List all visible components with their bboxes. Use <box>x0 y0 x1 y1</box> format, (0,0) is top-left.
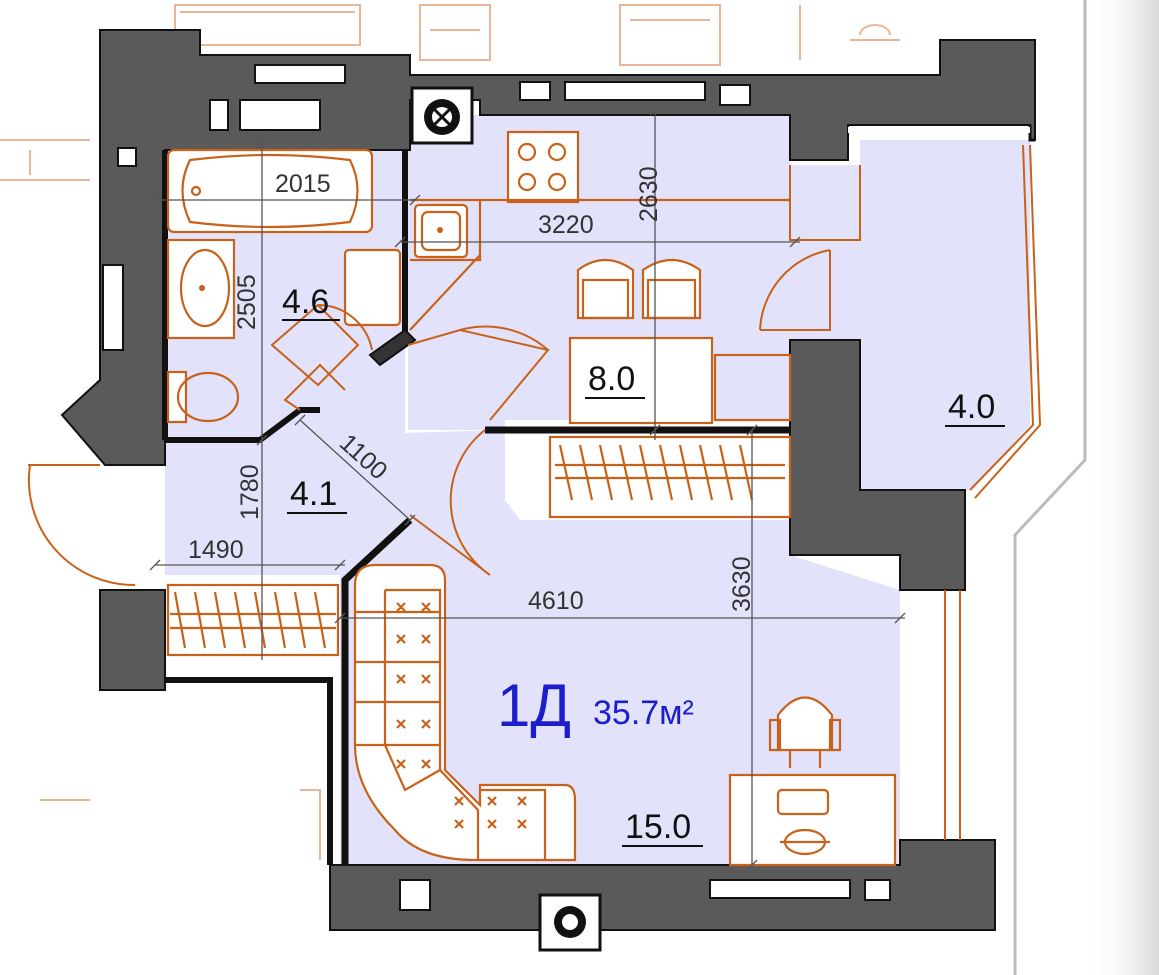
dim-living-height: 3630 <box>728 556 756 612</box>
stove-icon <box>506 130 580 204</box>
dim-bath-length: 2505 <box>233 274 261 330</box>
dimension-lines <box>144 104 906 871</box>
unit-code: 1Д <box>497 672 571 739</box>
furniture <box>166 130 897 867</box>
room-area-bathroom: 4.6 <box>282 283 329 321</box>
room-area-living-room: 15.0 <box>625 808 691 846</box>
washbasin-icon <box>166 238 236 340</box>
dim-kitchen-width: 3220 <box>538 211 594 239</box>
dining-set-icon <box>568 258 792 425</box>
unit-label: 1Д 35.7м² <box>497 672 694 739</box>
walls <box>60 29 1036 931</box>
toilet-icon <box>166 370 240 424</box>
washing-machine-icon <box>343 248 402 327</box>
dim-living-width: 4610 <box>528 587 584 615</box>
windows <box>102 64 1042 911</box>
room-area-hallway: 4.1 <box>290 475 337 513</box>
office-chair-icon <box>768 696 842 768</box>
doors <box>27 165 861 587</box>
corner-sofa-icon <box>353 563 577 862</box>
dim-hall-height: 1780 <box>236 464 264 520</box>
bathtub-icon <box>166 148 374 234</box>
unit-total-area: 35.7м² <box>593 694 694 732</box>
room-area-balcony: 4.0 <box>948 388 995 426</box>
kitchen-counter <box>409 198 790 331</box>
desk-icon <box>728 773 897 867</box>
hall-wardrobe <box>166 583 340 657</box>
kitchen-wardrobe <box>548 435 792 519</box>
room-area-kitchen: 8.0 <box>588 360 635 398</box>
dim-kitchen-height: 2630 <box>635 166 663 222</box>
dim-bath-width: 2015 <box>275 170 331 198</box>
room-area-labels: 4.6 8.0 4.0 4.1 15.0 <box>282 283 1005 847</box>
ventilation-shaft <box>410 86 602 952</box>
kitchen-sink-icon <box>413 203 469 259</box>
dim-hall-width: 1490 <box>188 536 244 564</box>
